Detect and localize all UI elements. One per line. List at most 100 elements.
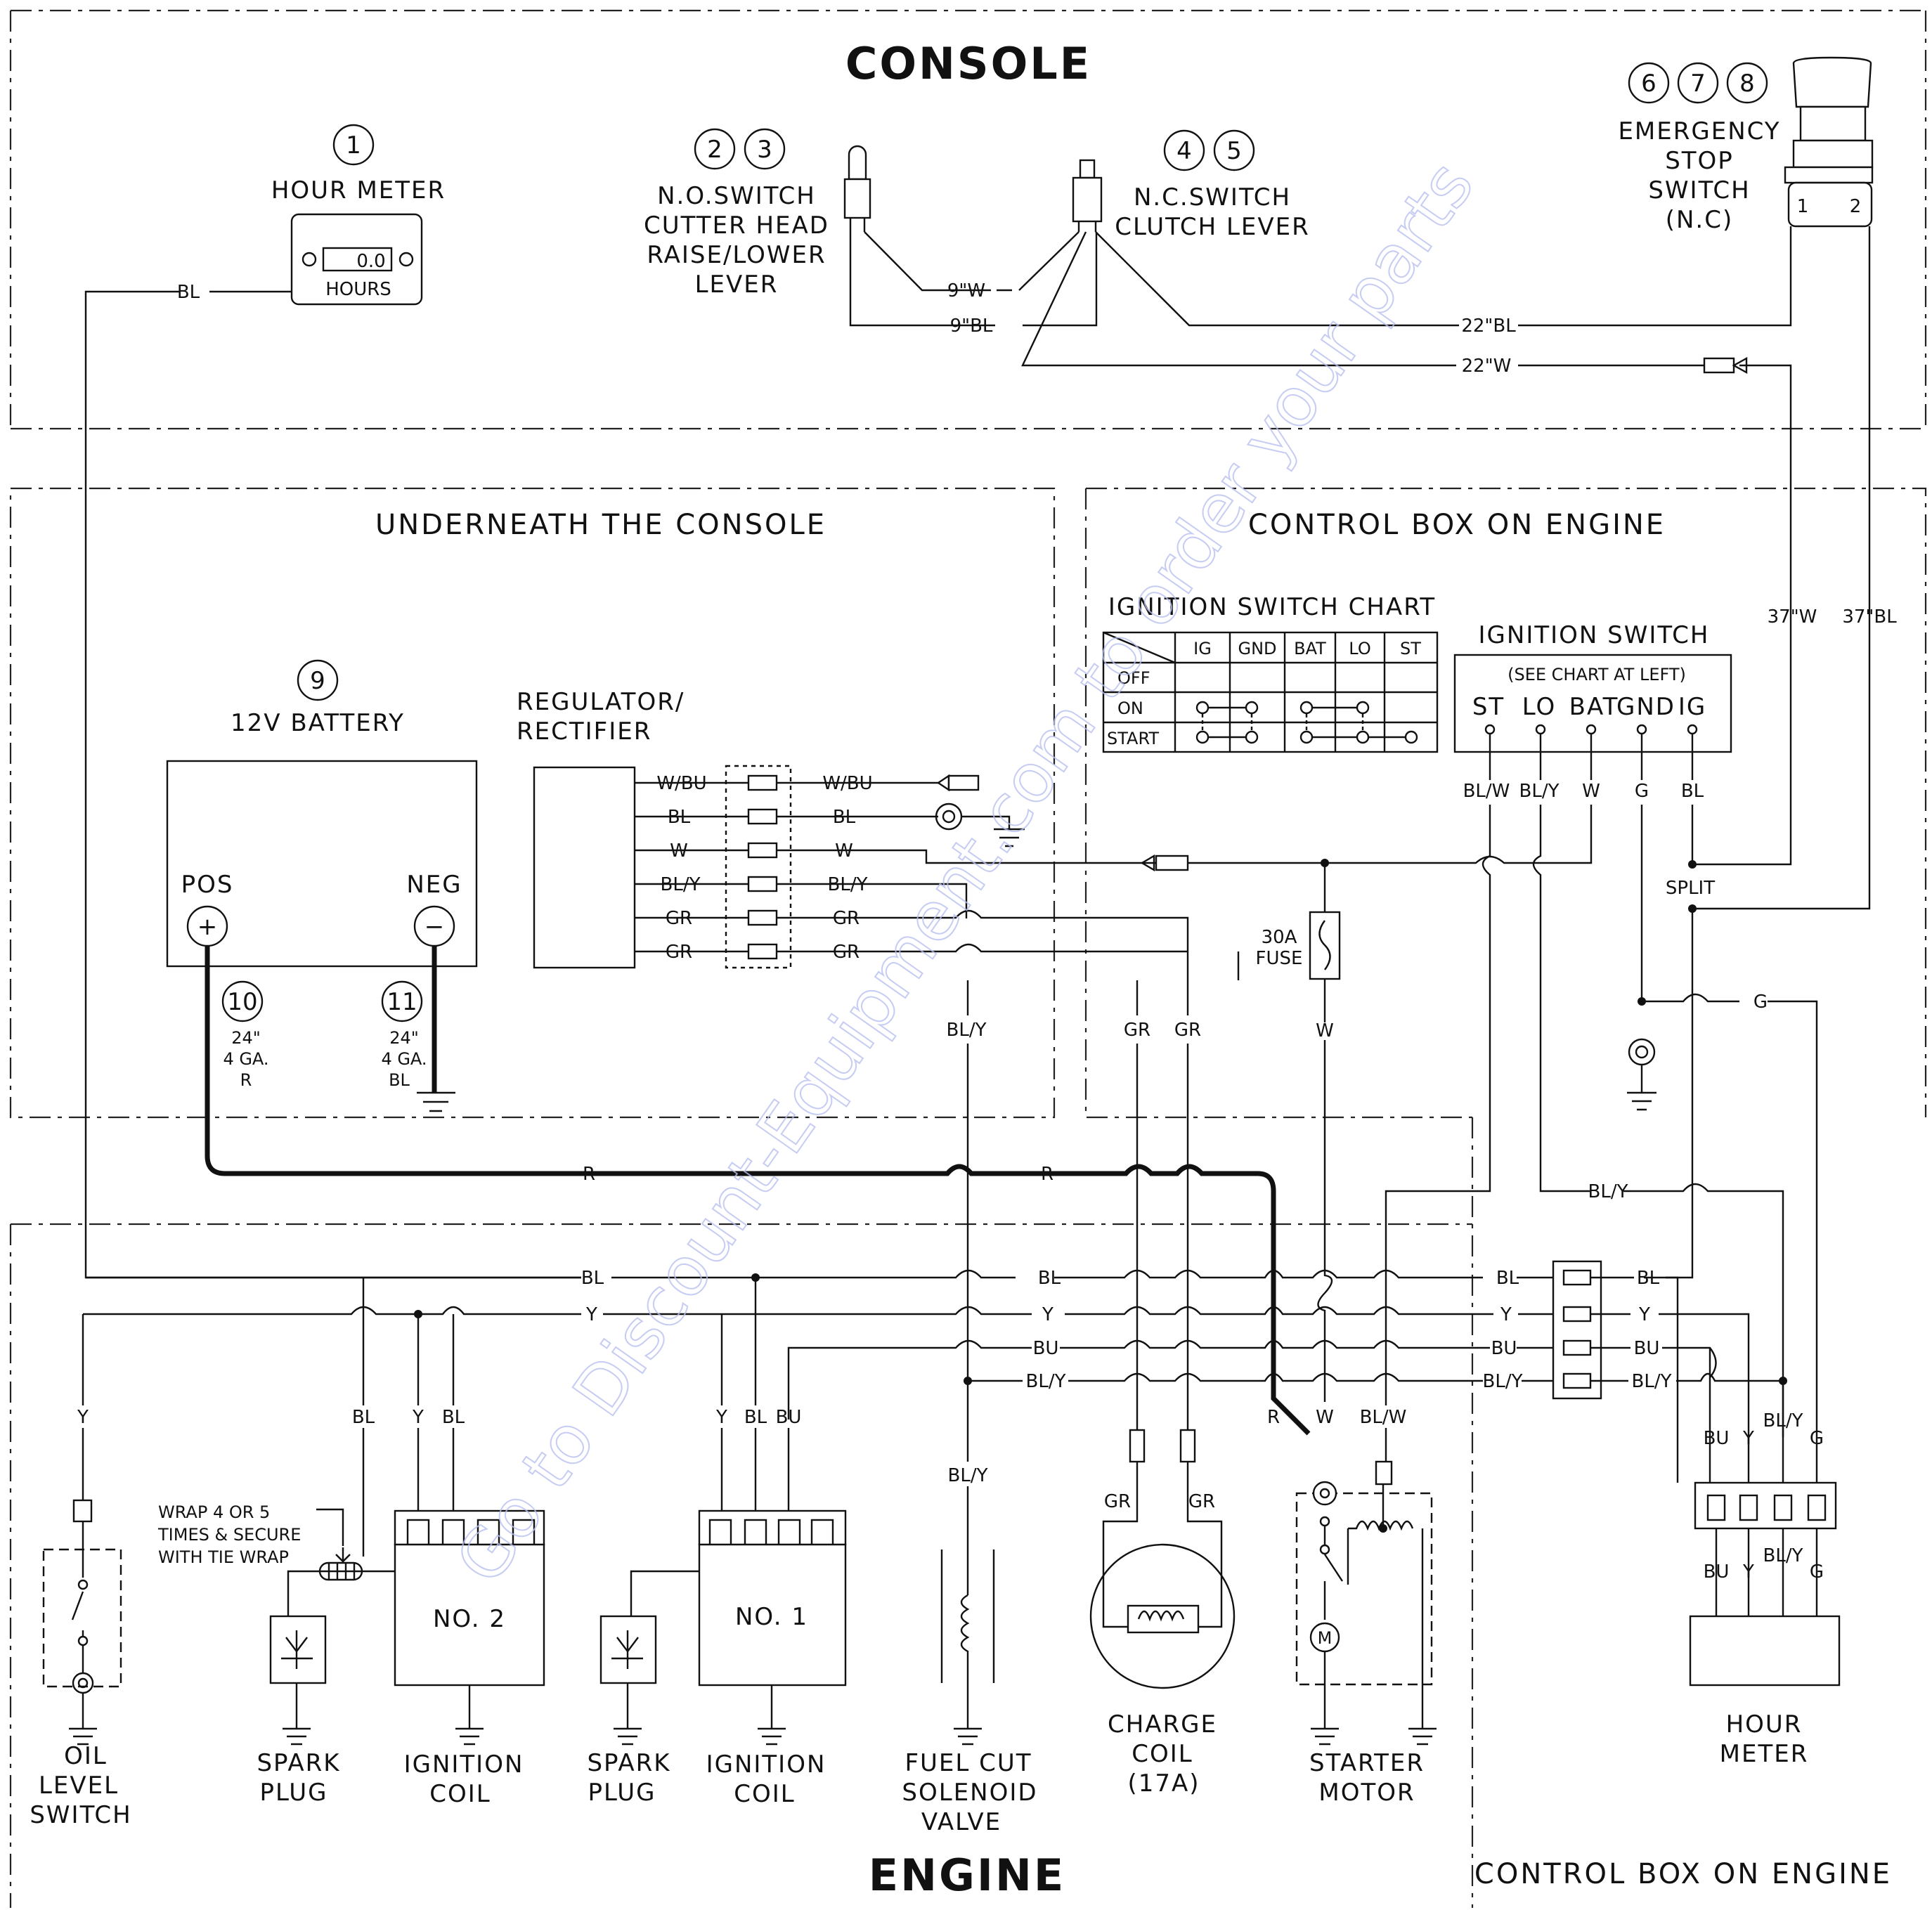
spark-plug-1 — [599, 1570, 699, 1746]
ign-term-ig: IG — [1678, 693, 1706, 721]
cable-11-line-3: BL — [389, 1070, 410, 1090]
reg-right-wire-2: BL — [833, 807, 856, 828]
lbl-bl-spark2: BL — [352, 1407, 375, 1428]
fuel-line-1: FUEL CUT — [905, 1749, 1032, 1777]
coil1-line-2: COIL — [734, 1780, 795, 1808]
engine-title: ENGINE — [869, 1850, 1065, 1901]
charge-line-3: (17A) — [1127, 1769, 1200, 1798]
connector-22w — [1703, 357, 1735, 374]
ignition-coil-2: NO. 2 — [362, 1509, 545, 1746]
hourmeter-line-2: METER — [1720, 1740, 1809, 1768]
no-switch: 2 3 N.O.SWITCH CUTTER HEAD RAISE/LOWER L… — [644, 128, 871, 299]
lbl-w-starter: W — [1316, 1407, 1334, 1428]
wire-label-37bl: 37"BL — [1842, 606, 1897, 628]
lbl-blw-starter: BL/W — [1360, 1407, 1407, 1428]
cable-10-number: 10 — [227, 988, 257, 1016]
charge-line-2: COIL — [1132, 1740, 1193, 1768]
chart-row-on: ON — [1117, 699, 1143, 718]
fuse-line-1: 30A — [1262, 927, 1297, 948]
coil2-label: NO. 2 — [433, 1605, 506, 1633]
control-box-wiring — [1142, 618, 1871, 1437]
lbl-g-hm: G — [1810, 1428, 1824, 1449]
hour-meter-engine — [1689, 1481, 1841, 1687]
ignition-switch: IGNITION SWITCH (SEE CHART AT LEFT) ST L… — [1453, 621, 1732, 753]
fuse-line-2: FUSE — [1256, 948, 1303, 969]
oil-line-2: LEVEL — [39, 1772, 119, 1800]
cable-10-line-2: 4 GA. — [223, 1049, 268, 1069]
reg-right-wire-3: W — [835, 840, 853, 862]
reg-right-wire-5: GR — [833, 908, 860, 929]
estop-line-3: SWITCH — [1648, 176, 1750, 204]
section-borders — [9, 9, 1927, 1908]
regulator-wires — [635, 774, 1240, 980]
hour-meter-unit: HOURS — [325, 279, 391, 300]
chart-col-st: ST — [1400, 639, 1421, 658]
wrap-line-2: TIMES & SECURE — [157, 1525, 301, 1545]
emergency-stop-switch: 6 7 8 EMERGENCY STOP SWITCH (N.C) 1 2 — [1618, 56, 1874, 234]
ign-term-gnd: GND — [1616, 693, 1675, 721]
lbl-bl-bus-4: BL — [1637, 1268, 1660, 1289]
no-switch-num-b: 3 — [757, 136, 772, 164]
no-switch-num-a: 2 — [707, 136, 722, 164]
cable-11-line-1: 24" — [389, 1028, 419, 1048]
battery-number: 9 — [310, 667, 325, 695]
hourmeter-line-1: HOUR — [1726, 1710, 1803, 1739]
estop-line-1: EMERGENCY — [1618, 117, 1780, 145]
lbl-bly-fuel: BL/Y — [948, 1465, 988, 1486]
wire-label-gr-reg-2: GR — [1174, 1020, 1201, 1041]
lbl-bu-hm: BU — [1704, 1428, 1730, 1449]
coil2-line-2: COIL — [429, 1780, 491, 1808]
regulator-line-1: REGULATOR/ — [517, 688, 685, 716]
battery-pos-symbol: + — [197, 913, 218, 941]
chart-col-ig: IG — [1193, 639, 1212, 658]
console-title: CONSOLE — [845, 38, 1091, 89]
chart-col-lo: LO — [1349, 639, 1370, 658]
estop-num-b: 7 — [1690, 70, 1706, 98]
wire-label-22w: 22"W — [1462, 356, 1512, 377]
estop-line-4: (N.C) — [1666, 206, 1734, 234]
no-switch-line-4: LEVER — [695, 271, 779, 299]
ign-term-bat: BAT — [1569, 693, 1619, 721]
chart-col-bat: BAT — [1294, 639, 1326, 658]
hour-meter-console: 1 HOUR METER 0.0 HOURS — [271, 124, 444, 306]
lbl-bl-coil1: BL — [744, 1407, 767, 1428]
wire-label-9bl: 9"BL — [950, 316, 993, 337]
estop-line-2: STOP — [1665, 147, 1734, 175]
underneath-title: UNDERNEATH THE CONSOLE — [375, 509, 826, 541]
battery: 9 12V BATTERY POS NEG + − — [166, 659, 478, 968]
nc-switch-line-2: CLUTCH LEVER — [1115, 213, 1310, 241]
ign-wire-st: BL/W — [1463, 781, 1510, 802]
ign-wire-gnd: G — [1635, 781, 1649, 802]
ign-wire-bat: W — [1582, 781, 1600, 802]
charge-coil — [1089, 1419, 1236, 1689]
battery-pos-label: POS — [181, 871, 234, 899]
chart-title: IGNITION SWITCH CHART — [1108, 593, 1436, 621]
ign-term-st: ST — [1472, 693, 1505, 721]
wire-label-bly-split: BL/Y — [1588, 1181, 1628, 1202]
reg-left-wire-3: W — [670, 840, 688, 862]
coil1-label: NO. 1 — [735, 1603, 808, 1631]
nc-switch-num-b: 5 — [1226, 137, 1242, 165]
coil1-line-1: IGNITION — [706, 1750, 826, 1779]
battery-neg-symbol: − — [424, 913, 445, 941]
spark1-line-2: PLUG — [588, 1779, 656, 1807]
fuel-line-2: SOLENOID — [902, 1779, 1037, 1807]
ignition-switch-chart: IGNITION SWITCH CHART IG GND BAT LO ST O… — [1102, 593, 1439, 753]
fuse-circuit — [1140, 854, 1341, 1402]
nc-switch-num-a: 4 — [1176, 137, 1192, 165]
reg-right-wire-1: W/BU — [822, 773, 872, 794]
spark-plug-2 — [269, 1547, 395, 1746]
battery-neg-label: NEG — [406, 871, 462, 899]
spark2-line-2: PLUG — [260, 1779, 328, 1807]
nc-switch: 4 5 N.C.SWITCH CLUTCH LEVER — [1072, 129, 1310, 241]
reg-left-wire-2: BL — [668, 807, 691, 828]
reg-right-wire-6: GR — [833, 942, 860, 963]
lbl-bly-bus-1: BL/Y — [1026, 1371, 1066, 1392]
motor-symbol: M — [1318, 1628, 1333, 1648]
chart-col-gnd: GND — [1238, 639, 1276, 658]
battery-cables: 10 24" 4 GA. R 11 24" 4 GA. BL — [205, 946, 1311, 1436]
lbl-y-coil1: Y — [715, 1407, 727, 1428]
reg-left-wire-5: GR — [666, 908, 692, 929]
oil-level-switch — [42, 1499, 122, 1746]
